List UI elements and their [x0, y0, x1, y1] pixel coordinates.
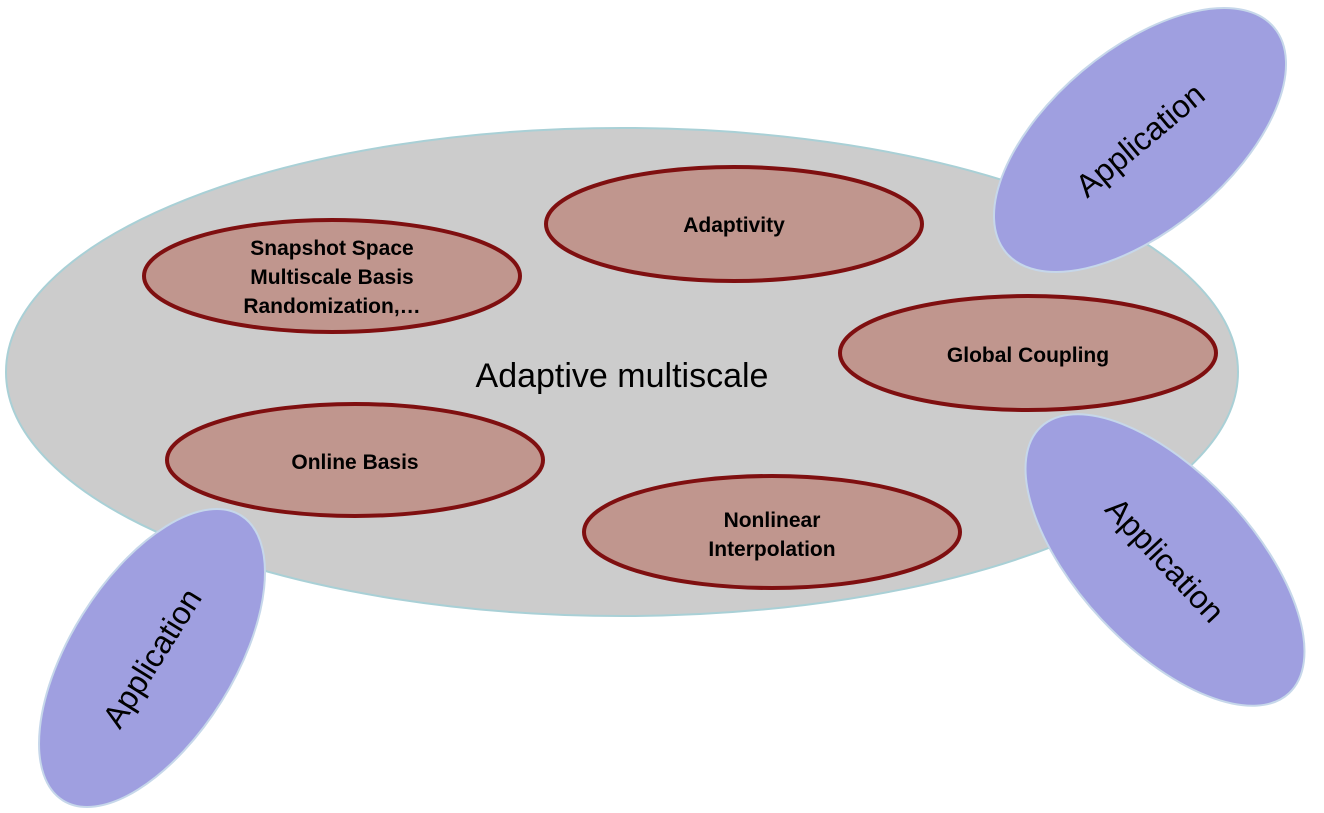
topic-online-basis-ellipse [165, 402, 545, 518]
topic-online-basis: Online Basis [165, 402, 545, 518]
topic-snapshot-line1: Snapshot Space [250, 237, 413, 260]
topic-nonlinear-line2: Interpolation [708, 538, 835, 561]
application-bottom-left-ellipse [38, 508, 266, 808]
center-label: Adaptive multiscale [476, 357, 769, 395]
application-top-right-ellipse [992, 7, 1288, 273]
topic-nonlinear-ellipse [582, 474, 962, 590]
topic-nonlinear-line1: Nonlinear [724, 509, 821, 532]
topic-adaptivity-ellipse [544, 165, 924, 283]
application-bottom-left: Application [38, 508, 266, 808]
topic-adaptivity-label: Adaptivity [683, 214, 785, 237]
topic-nonlinear-interpolation: Nonlinear Interpolation [582, 474, 962, 590]
topic-global-coupling-ellipse [838, 294, 1218, 412]
topic-adaptivity: Adaptivity [544, 165, 924, 283]
application-bottom-right-ellipse [1024, 413, 1306, 707]
topic-snapshot-ellipse [142, 218, 522, 334]
topic-snapshot: Snapshot Space Multiscale Basis Randomiz… [142, 218, 522, 334]
application-top-right: Application [992, 7, 1288, 273]
topic-global-coupling-label: Global Coupling [947, 344, 1109, 367]
topic-snapshot-line2: Multiscale Basis [250, 266, 413, 289]
topic-global-coupling: Global Coupling [838, 294, 1218, 412]
topic-online-basis-label: Online Basis [291, 451, 418, 474]
topic-snapshot-line3: Randomization,… [243, 295, 420, 318]
application-bottom-right: Application [1024, 413, 1306, 707]
